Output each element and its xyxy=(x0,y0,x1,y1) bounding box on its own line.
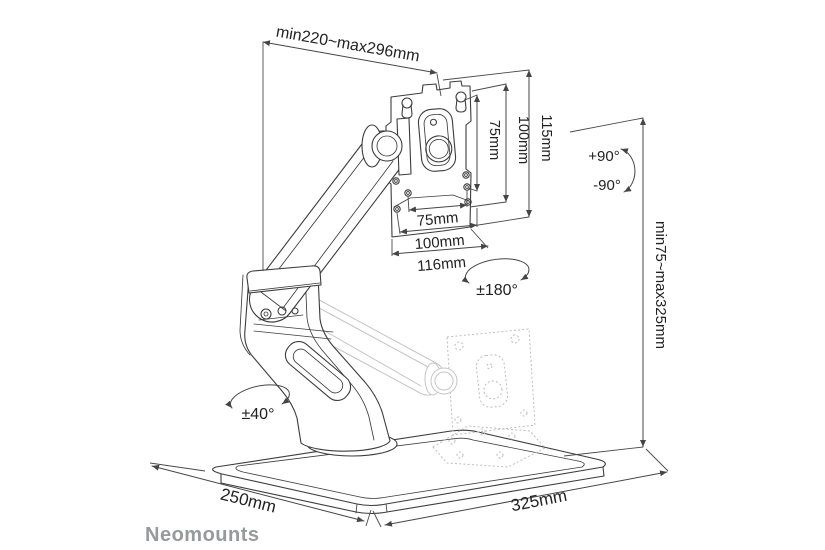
dim-label-vesa-115-vertical: 115mm xyxy=(538,114,554,161)
dim-label-vesa-75-vertical: 75mm xyxy=(486,120,502,160)
vesa-center-opening xyxy=(417,108,457,172)
tilt-up-label: +90° xyxy=(588,148,619,165)
dim-label-vesa-116-horizontal: 116mm xyxy=(417,254,467,275)
annotation-base-rotation: ±40° xyxy=(225,384,290,423)
dimension-vesa-horizontal: 75mm 100mm 116mm xyxy=(391,191,489,275)
swivel-label: ±180° xyxy=(476,282,518,299)
ghost-vesa-plate-flat xyxy=(432,425,546,468)
brand-logo: Neomounts xyxy=(145,524,260,546)
arm-head-joint xyxy=(361,117,412,176)
ghost-vesa-plate-upright xyxy=(446,328,536,436)
arm-base-hinge xyxy=(246,265,334,340)
annotation-tilt: +90° -90° xyxy=(588,148,636,194)
dim-label-arm-extension: min220~max296mm xyxy=(275,24,421,66)
annotation-swivel: ±180° xyxy=(461,258,530,299)
dim-label-height-range: min75~max325mm xyxy=(652,221,669,349)
pedestal-slot xyxy=(284,340,352,402)
dimension-vesa-vertical: 75mm 100mm 115mm xyxy=(442,69,554,227)
dimension-height-range: min75~max325mm xyxy=(563,117,669,457)
vesa-keyhole-right xyxy=(455,91,467,113)
tilt-arrow xyxy=(620,148,636,193)
base-rotation-arrow xyxy=(225,384,290,409)
swivel-arrow xyxy=(461,258,530,284)
tilt-down-label: -90° xyxy=(593,177,621,194)
base-rotation-label: ±40° xyxy=(242,406,275,423)
